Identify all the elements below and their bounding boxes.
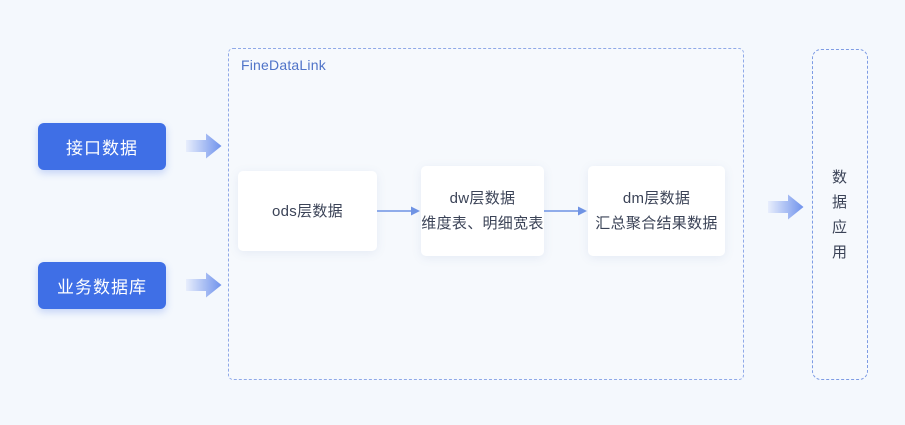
layer-card-line: dm层数据 <box>622 190 691 207</box>
output-char: 用 <box>831 243 848 261</box>
layer-card-dm[interactable]: dm层数据 汇总聚合结果数据 <box>588 166 725 256</box>
block-arrow-right-icon <box>186 272 222 298</box>
source-node-label: 接口数据 <box>66 139 138 158</box>
source-node-interface-data[interactable]: 接口数据 <box>38 123 166 170</box>
output-char: 数 <box>831 168 848 186</box>
block-arrow-right-icon <box>186 133 222 159</box>
source-node-label: 业务数据库 <box>57 278 147 297</box>
block-arrow-right-icon <box>768 194 804 220</box>
arrow-right-icon <box>544 206 587 216</box>
finedatalink-title: FineDataLink <box>241 57 326 73</box>
layer-card-line: 维度表、明细宽表 <box>421 215 544 232</box>
layer-card-dw[interactable]: dw层数据 维度表、明细宽表 <box>421 166 544 256</box>
layer-card-line: dw层数据 <box>449 190 516 207</box>
source-node-business-database[interactable]: 业务数据库 <box>38 262 166 309</box>
output-char: 据 <box>831 193 848 211</box>
arrow-right-icon <box>377 206 420 216</box>
layer-card-ods[interactable]: ods层数据 <box>238 171 377 251</box>
output-node-label: 数 据 应 用 <box>832 165 848 265</box>
layer-card-line: 汇总聚合结果数据 <box>595 215 718 232</box>
output-node-data-application[interactable]: 数 据 应 用 <box>812 49 868 380</box>
output-char: 应 <box>831 218 848 236</box>
layer-card-line: ods层数据 <box>272 202 343 220</box>
